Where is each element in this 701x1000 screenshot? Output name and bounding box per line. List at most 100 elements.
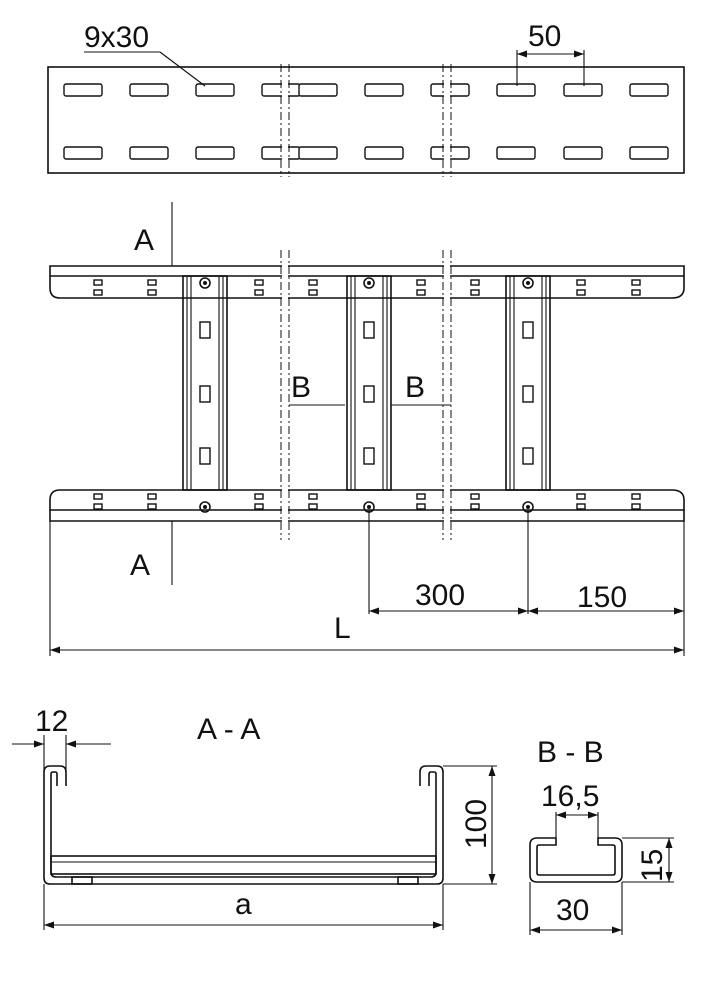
rung-slot: [522, 447, 534, 465]
section-aa-profile: [43, 765, 444, 885]
slot: [298, 146, 338, 160]
bottom-side-rail: [49, 489, 685, 522]
rail-hole: [147, 493, 157, 500]
height-dimension-100: 100: [443, 765, 497, 885]
slot: [629, 146, 669, 160]
top-view-slots: [63, 83, 669, 160]
length-label: L: [334, 612, 351, 645]
width-dimension-a: a: [43, 884, 444, 930]
rail-hole: [254, 279, 264, 286]
rail-hole: [470, 289, 480, 296]
rail-hole: [308, 493, 318, 500]
top-view-outline: [47, 66, 685, 174]
end-offset-dimension: 150: [528, 521, 685, 656]
rivet: [199, 501, 211, 513]
rung: [505, 275, 551, 491]
rail-hole: [147, 289, 157, 296]
rail-hole: [631, 493, 641, 500]
rung-slot: [522, 321, 534, 339]
rail-hole: [416, 289, 426, 296]
rivet: [199, 277, 211, 289]
rung: [182, 275, 228, 491]
rail-hole: [470, 279, 480, 286]
rail-hole: [93, 279, 103, 286]
rung-slot: [363, 447, 375, 465]
section-bb-title: B - B: [537, 736, 604, 769]
slot: [298, 83, 338, 97]
slot: [496, 146, 536, 160]
rung-slot: [363, 321, 375, 339]
rung-pitch-dimension: 300: [368, 510, 529, 615]
slot-size-label: 9x30: [84, 21, 149, 54]
section-aa-title: A - A: [197, 713, 260, 746]
rung: [346, 275, 392, 491]
rung-slot: [522, 385, 534, 403]
slot: [63, 146, 103, 160]
section-a-label-bottom: A: [130, 549, 150, 582]
rail-hole: [631, 279, 641, 286]
front-break-right: [442, 250, 452, 540]
rail-hole: [470, 503, 480, 510]
section-bb-profile: [529, 837, 623, 883]
rail-hole: [631, 289, 641, 296]
section-aa: A - A 12 100: [12, 705, 497, 930]
rivet-center: [367, 505, 371, 509]
length-dimension: L: [49, 521, 684, 656]
width-label-30: 30: [556, 894, 589, 927]
rung-slot: [199, 321, 211, 339]
rail-hole: [470, 493, 480, 500]
slot-pitch-label: 50: [528, 20, 561, 53]
rail-hole: [576, 503, 586, 510]
rail-hole: [631, 503, 641, 510]
inner-dimension: 16,5: [541, 780, 599, 838]
rivet-center: [203, 281, 207, 285]
top-break-right: [442, 64, 452, 177]
slot: [195, 146, 235, 160]
front-view: A A B B 300 150 L: [49, 202, 685, 656]
section-a-label-top: A: [134, 224, 154, 257]
rail-hole: [147, 503, 157, 510]
slot: [129, 146, 169, 160]
front-break-left: [280, 250, 290, 540]
rail-hole: [576, 289, 586, 296]
rung-pitch-label: 300: [415, 579, 465, 612]
slot: [195, 83, 235, 97]
slot: [563, 83, 603, 97]
end-offset-label: 150: [577, 581, 627, 614]
width-label-a: a: [235, 888, 252, 921]
height-label-100: 100: [460, 799, 493, 849]
rivet-center: [367, 281, 371, 285]
slot: [629, 83, 669, 97]
rail-hole: [254, 493, 264, 500]
height-label-15: 15: [636, 849, 669, 882]
rail-hole: [93, 503, 103, 510]
flange-dimension: 12: [12, 705, 111, 770]
rail-hole: [308, 289, 318, 296]
rivet: [522, 277, 534, 289]
rivet-center: [526, 505, 530, 509]
rail-hole: [254, 503, 264, 510]
section-b-label-right: B: [405, 371, 425, 404]
rung-slot: [199, 385, 211, 403]
rail-hole: [416, 493, 426, 500]
slot: [364, 83, 404, 97]
rail-hole: [308, 503, 318, 510]
top-view: 9x30 50: [47, 20, 685, 177]
rail-hole: [576, 493, 586, 500]
rail-hole: [93, 289, 103, 296]
rung-slot: [363, 385, 375, 403]
slot: [496, 83, 536, 97]
slot: [364, 146, 404, 160]
slot: [563, 146, 603, 160]
rail-hole: [147, 279, 157, 286]
slot: [63, 83, 103, 97]
rail-hole: [416, 503, 426, 510]
rail-holes: [93, 279, 641, 510]
rail-hole: [576, 279, 586, 286]
height-dimension-15: 15: [622, 837, 674, 883]
rail-hole: [308, 279, 318, 286]
rung-slot: [199, 447, 211, 465]
flange-label: 12: [35, 705, 68, 738]
top-side-rail: [49, 265, 685, 299]
